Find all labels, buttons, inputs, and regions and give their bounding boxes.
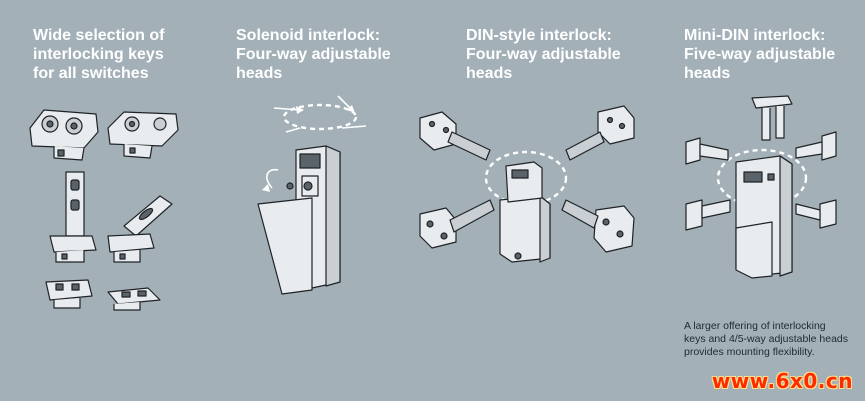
title-solenoid-interlock: Solenoid interlock: Four-way adjustable … [236,27,391,82]
din-interlock-illustration [419,105,635,263]
mini-din-head-variant [795,131,837,161]
mini-din-head-variant [795,199,837,229]
watermark: www.6x0.cn [711,369,853,393]
mini-din-head-variant [751,95,793,141]
key-illustration [29,109,99,161]
mini-din-head-variant [685,199,731,231]
caption-mounting-flexibility: A larger offering of interlocking keys a… [684,320,849,358]
solenoid-interlock-illustration [257,95,367,295]
din-head-variant [419,199,495,249]
mini-din-interlock-illustration [685,95,837,279]
title-interlocking-keys: Wide selection of interlocking keys for … [33,27,165,82]
din-head-variant [419,111,491,161]
key-illustration [45,279,93,309]
key-illustration [107,111,179,159]
title-mini-din-interlock: Mini-DIN interlock: Five-way adjustable … [684,27,836,82]
title-din-interlock: DIN-style interlock: Four-way adjustable… [466,27,621,82]
din-head-variant [565,105,635,161]
mini-din-head-variant [685,137,729,165]
key-illustration [107,287,161,311]
key-illustration [49,171,97,263]
key-illustrations [29,109,179,311]
din-head-variant [561,199,635,253]
key-illustration [107,195,173,263]
